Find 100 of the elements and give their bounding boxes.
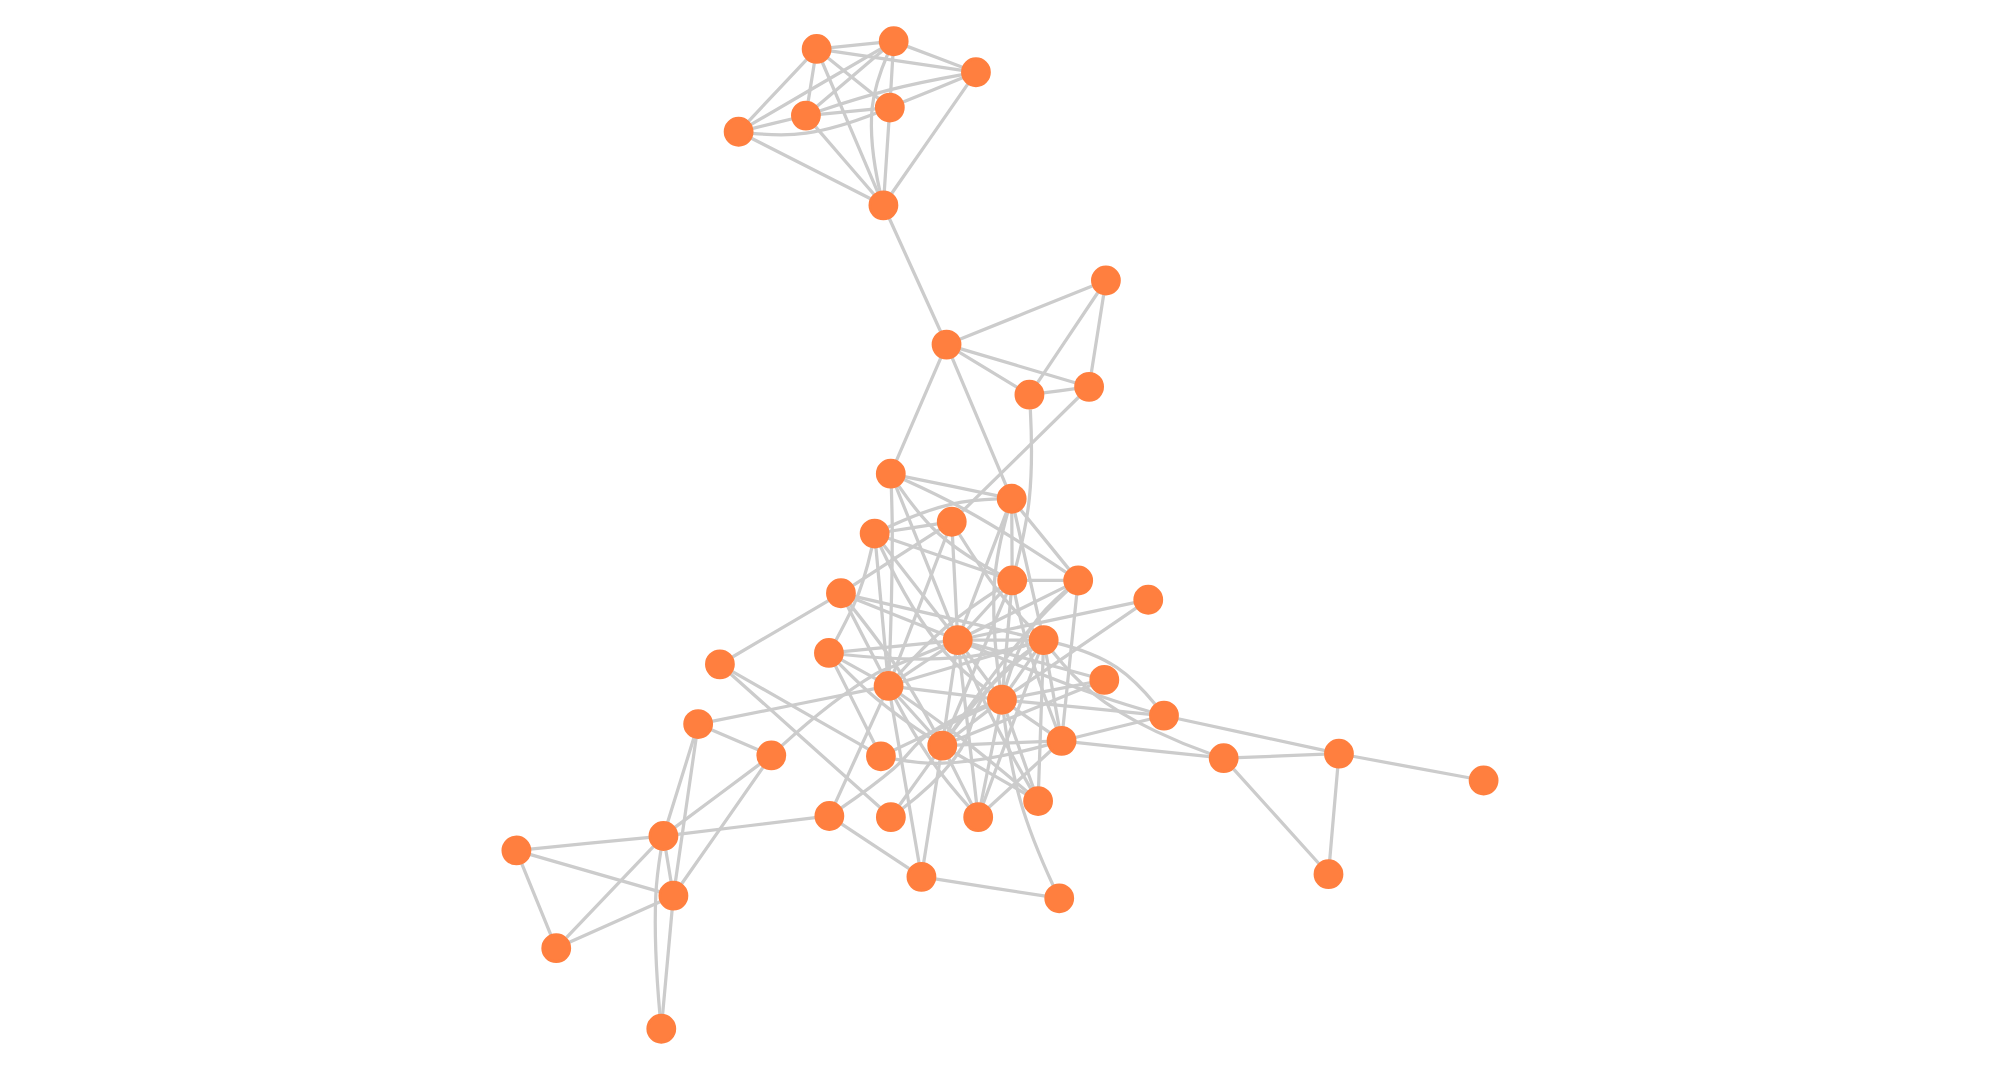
- connector: [1015, 699, 1151, 716]
- connector: [1237, 752, 1325, 760]
- node-circle: [873, 671, 904, 701]
- connector: [845, 604, 884, 675]
- connector: [970, 601, 1135, 639]
- connector: [520, 862, 553, 937]
- node-circle: [756, 740, 787, 771]
- connector: [750, 136, 872, 201]
- node-circle: [875, 802, 906, 833]
- node-circle: [927, 730, 958, 761]
- node-circle: [705, 649, 735, 680]
- connector: [956, 739, 1048, 747]
- connector: [902, 477, 1068, 574]
- connector: [711, 687, 876, 723]
- node-circle: [875, 458, 906, 489]
- connector: [848, 603, 938, 734]
- node-circle: [878, 26, 909, 57]
- connector: [957, 350, 1018, 389]
- connector: [1036, 653, 1045, 788]
- connector: [1232, 768, 1320, 865]
- connector: [953, 751, 1028, 796]
- connector: [889, 82, 970, 195]
- node-circle: [826, 578, 856, 609]
- node-circle: [961, 57, 991, 88]
- connector: [899, 692, 1029, 794]
- node-circle: [1044, 883, 1075, 914]
- connector: [886, 536, 1000, 578]
- node-circle: [541, 933, 572, 964]
- connector: [830, 41, 880, 50]
- node-circle: [791, 100, 821, 131]
- connector: [673, 762, 761, 829]
- connector: [1075, 740, 1211, 759]
- connector: [826, 56, 880, 100]
- connector: [1002, 714, 1055, 887]
- connector: [889, 699, 921, 864]
- connector: [958, 284, 1093, 342]
- connector: [894, 486, 954, 628]
- connector: [893, 697, 970, 808]
- connector: [1044, 654, 1061, 728]
- node-circle: [814, 801, 845, 831]
- connector: [987, 749, 1053, 809]
- node-circle: [1324, 738, 1354, 769]
- connector: [840, 822, 910, 871]
- node-circle: [1091, 265, 1121, 296]
- node-circle: [987, 684, 1017, 715]
- connector: [731, 598, 830, 659]
- connector: [1013, 593, 1058, 729]
- connector: [833, 698, 885, 804]
- connector: [1014, 409, 1034, 568]
- node-circle: [1028, 625, 1059, 655]
- connector: [731, 670, 870, 751]
- connector: [853, 597, 946, 637]
- connector: [749, 47, 882, 127]
- connector: [906, 44, 964, 69]
- connector: [1008, 650, 1037, 690]
- connector: [1004, 588, 1068, 687]
- connector: [971, 638, 1030, 642]
- connector: [896, 695, 935, 737]
- connector: [780, 643, 946, 748]
- connector: [969, 585, 1067, 636]
- node-circle: [874, 92, 905, 123]
- connector: [969, 644, 1151, 714]
- connector: [971, 642, 1092, 678]
- node-circle: [683, 709, 714, 739]
- connector: [1328, 767, 1340, 861]
- connector: [1051, 650, 1211, 756]
- connector: [934, 877, 1046, 898]
- connector: [964, 650, 995, 690]
- connector: [729, 672, 882, 809]
- connector: [904, 474, 999, 498]
- connector: [894, 743, 1049, 765]
- node-circle: [1149, 700, 1179, 731]
- node-circle: [906, 861, 937, 892]
- connector: [747, 58, 809, 123]
- connector: [874, 547, 889, 673]
- connector: [1056, 641, 1157, 706]
- node-circle: [931, 329, 962, 360]
- connector: [679, 766, 765, 886]
- connector: [961, 511, 1009, 628]
- node-circle: [1468, 765, 1499, 796]
- connector: [529, 852, 661, 894]
- connector: [960, 395, 1081, 514]
- node-circle: [996, 483, 1027, 514]
- connector: [887, 217, 943, 333]
- connector: [966, 589, 1004, 631]
- connector: [819, 107, 877, 116]
- connector: [949, 647, 1034, 736]
- connector: [840, 658, 877, 681]
- connector: [837, 662, 932, 740]
- connector: [954, 683, 1093, 742]
- connector: [677, 816, 816, 836]
- connector: [1013, 512, 1043, 627]
- connector: [752, 117, 793, 130]
- node-circle: [1133, 584, 1164, 615]
- connector: [665, 737, 696, 824]
- connector: [818, 73, 963, 113]
- node-circle: [1074, 371, 1104, 402]
- connector: [1010, 512, 1014, 567]
- connector: [851, 527, 942, 587]
- connector: [530, 835, 650, 851]
